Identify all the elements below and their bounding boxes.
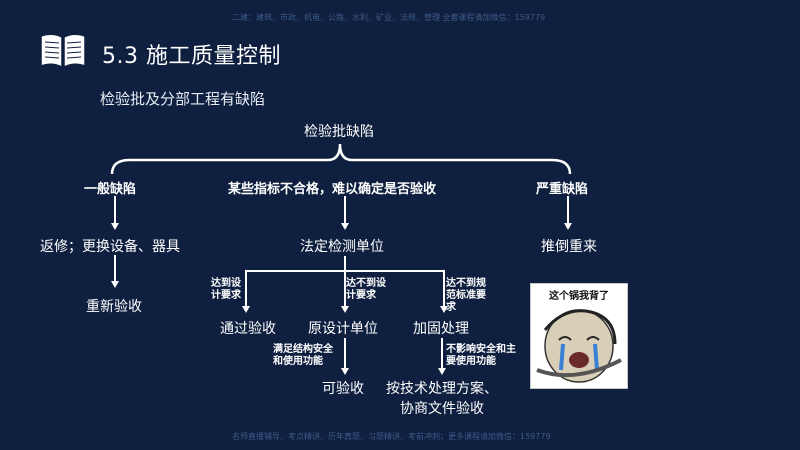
arrow-line <box>114 255 116 281</box>
cond-reach: 达到设计要求 <box>211 278 241 301</box>
node-tech-accept-line1: 按技术处理方案、 <box>386 381 498 397</box>
meme-caption: 这个锅我背了 <box>549 291 609 302</box>
node-uncertain: 某些指标不合格，难以确定是否验收 <box>228 182 437 197</box>
node-testing-unit: 法定检测单位 <box>300 239 384 255</box>
arrow-head <box>564 223 572 230</box>
node-repair: 返修；更换设备、器具 <box>40 239 180 255</box>
arrow-line <box>344 256 346 270</box>
node-serious-defect: 严重缺陷 <box>536 182 589 197</box>
node-reaccept: 重新验收 <box>86 299 142 315</box>
arrow-head <box>438 368 446 375</box>
arrow-line <box>344 196 346 223</box>
arrow-head <box>341 306 349 313</box>
node-reinforce: 加固处理 <box>413 321 469 337</box>
node-tech-accept-line2: 协商文件验收 <box>400 401 484 417</box>
cond-not-reach: 达不到设计要求 <box>346 278 386 301</box>
arrow-line <box>114 196 116 223</box>
arrow-head <box>341 368 349 375</box>
arrow-head <box>111 281 119 288</box>
brace <box>110 143 572 175</box>
arrow-head <box>341 223 349 230</box>
node-root: 检验批缺陷 <box>304 124 374 140</box>
cond-satisfy: 满足结构安全和使用功能 <box>273 344 333 367</box>
arrow-line <box>567 196 569 223</box>
watermark-bottom: 名师直播辅导、考点精讲、历年真题、习题精讲、考前冲刺；更多课程请加微信：1597… <box>232 432 551 441</box>
arrow-head <box>111 223 119 230</box>
arrow-line <box>344 270 346 306</box>
subtitle: 检验批及分部工程有缺陷 <box>100 90 266 108</box>
cond-not-reach-norm: 达不到规范标准要求 <box>446 278 486 313</box>
arrow-head <box>440 306 448 313</box>
node-original-design: 原设计单位 <box>308 321 378 337</box>
arrow-line <box>344 338 346 368</box>
arrow-line <box>441 338 443 368</box>
node-rebuild: 推倒重来 <box>541 239 597 255</box>
node-acceptable: 可验收 <box>322 381 364 397</box>
section-title: 5.3 施工质量控制 <box>102 44 281 69</box>
crying-face-icon <box>536 309 622 383</box>
arrow-line <box>443 270 445 306</box>
arrow-line <box>245 270 247 306</box>
meme-image: 这个锅我背了 <box>530 283 628 389</box>
node-general-defect: 一般缺陷 <box>84 182 137 197</box>
cond-no-effect: 不影响安全和主要使用功能 <box>446 344 516 367</box>
watermark-top: 二建：建筑、市政、机电、公路、水利、矿业、法规、管理 全套课程请加微信：1597… <box>232 13 546 22</box>
arrow-head <box>242 306 250 313</box>
open-book-icon <box>38 30 88 70</box>
node-pass: 通过验收 <box>220 321 276 337</box>
